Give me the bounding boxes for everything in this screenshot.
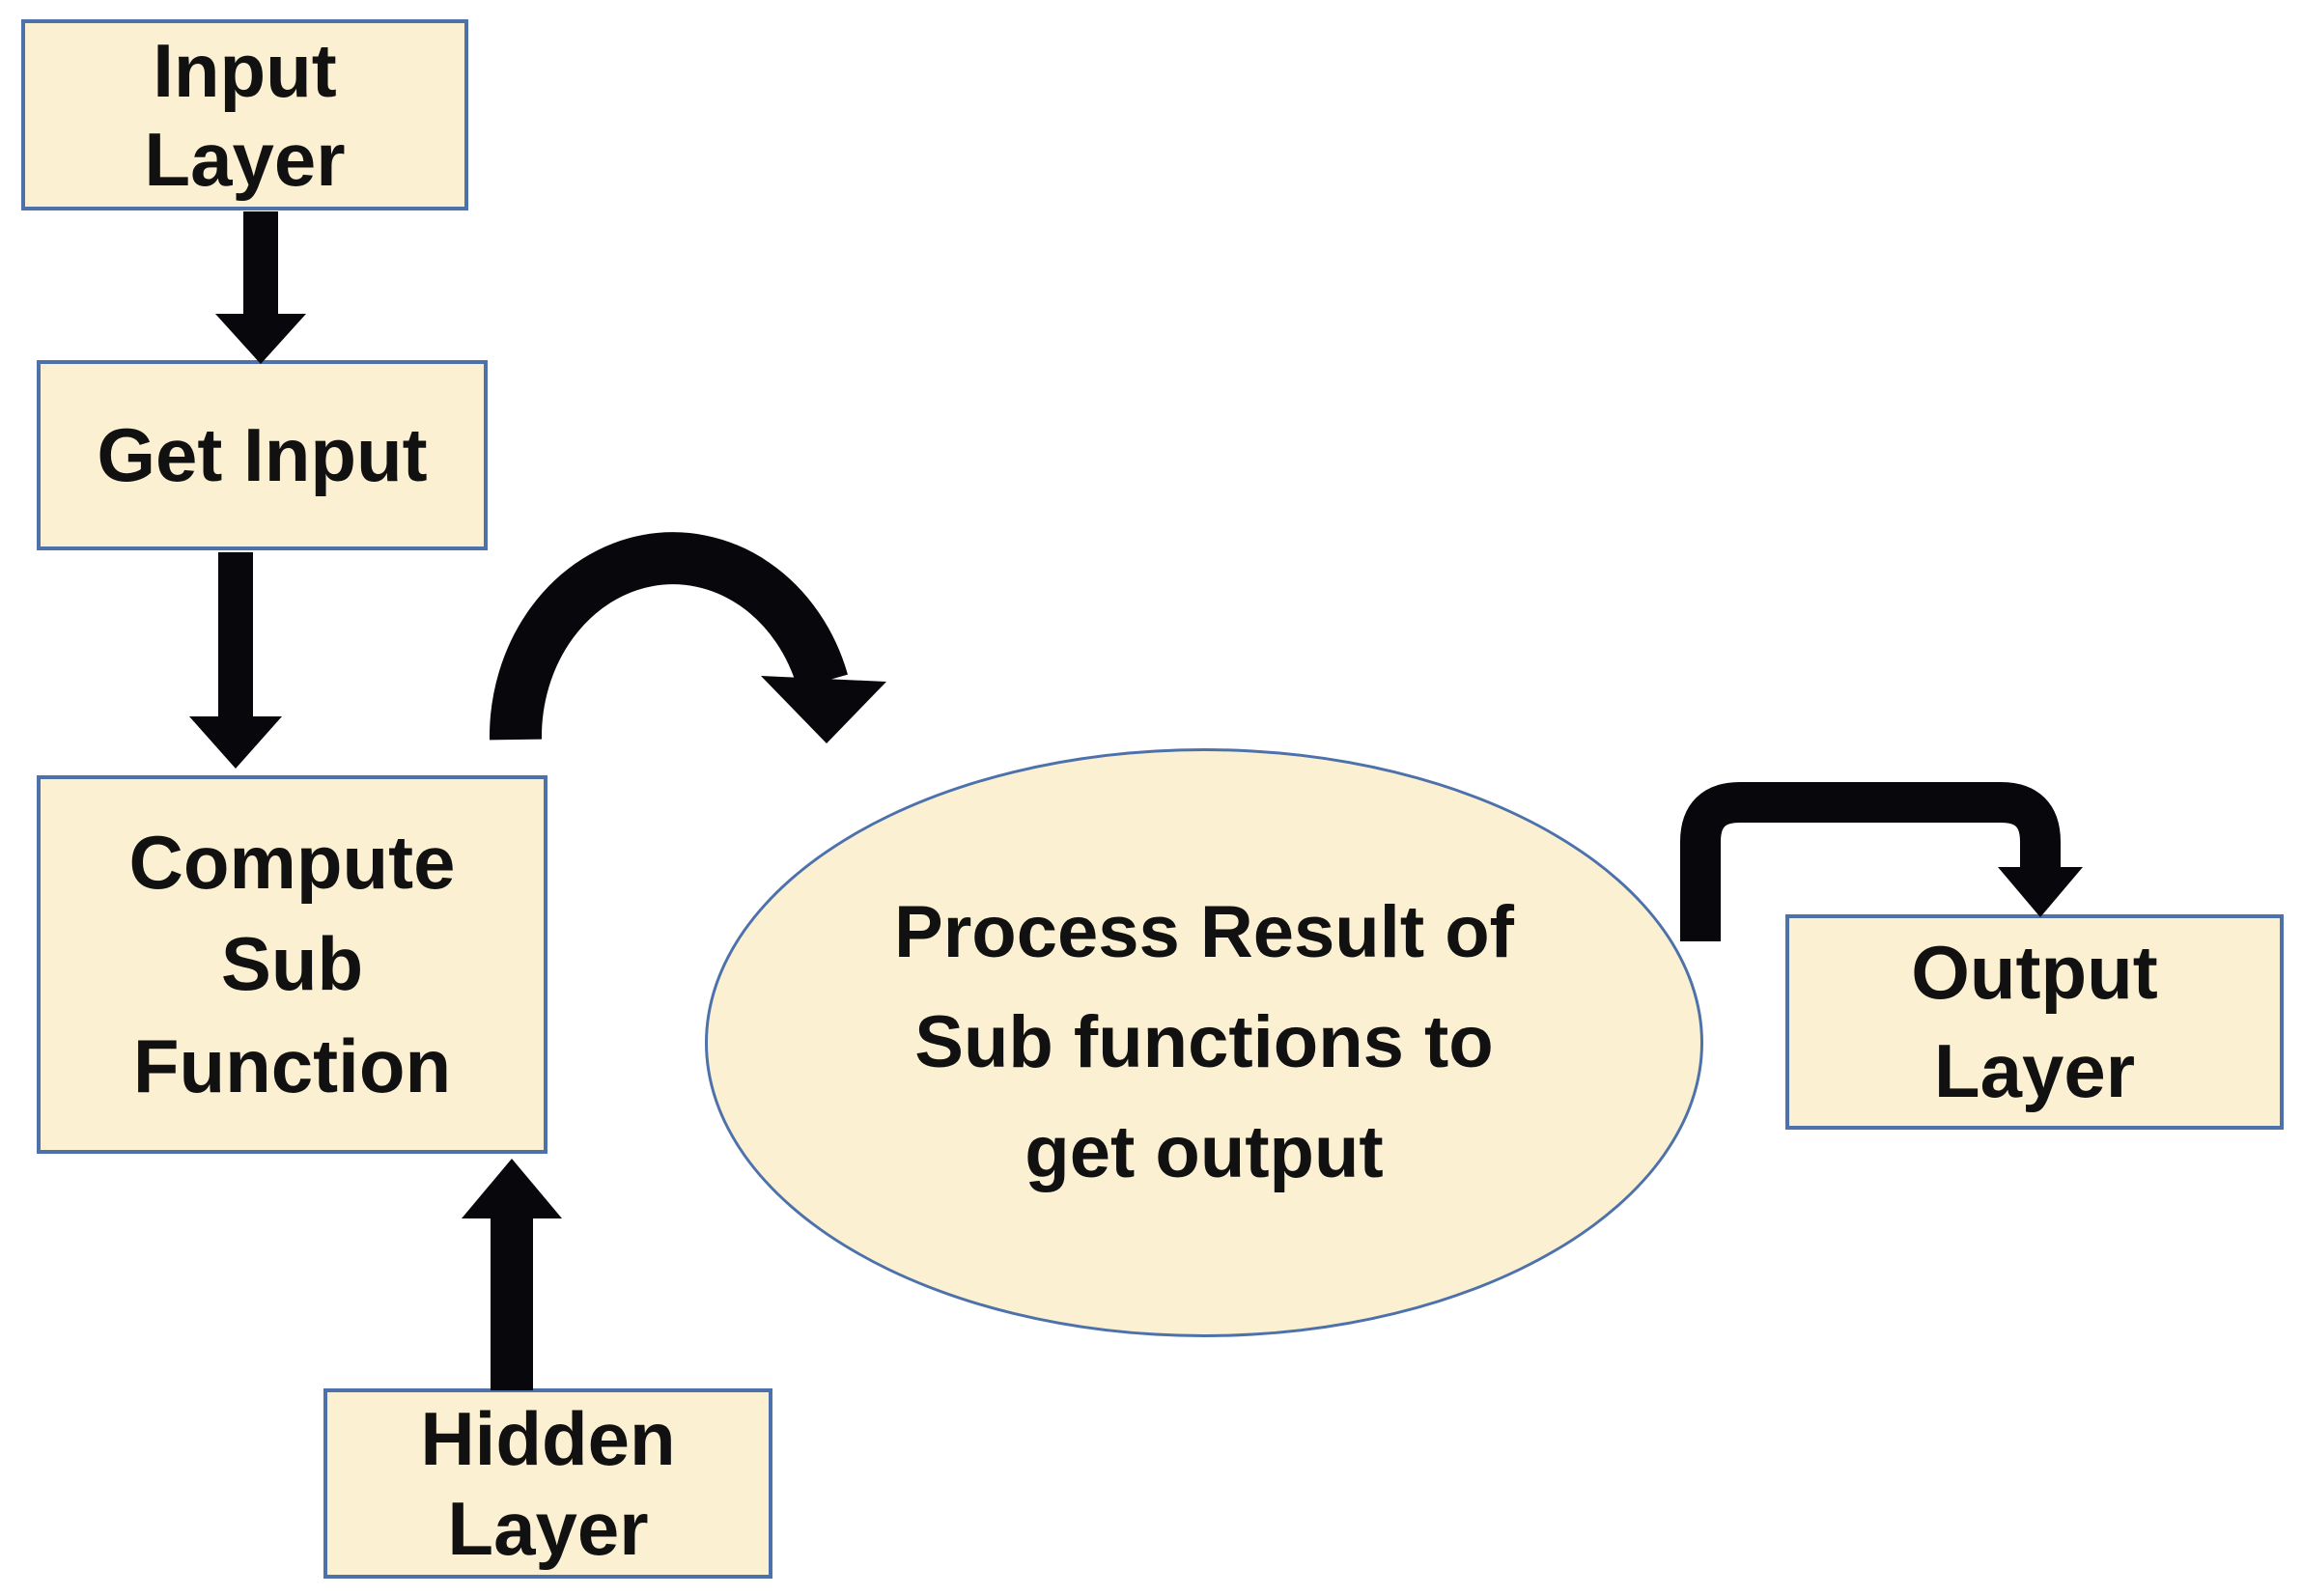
node-input-layer: Input Layer	[21, 19, 468, 210]
node-label-line: Layer	[144, 117, 346, 202]
arrow-compute-to-process	[489, 532, 886, 743]
node-label-line: Process Result of	[894, 891, 1514, 973]
node-label-line: Output	[1911, 930, 2158, 1016]
node-compute-sub-function: Compute Sub Function	[37, 775, 547, 1154]
arrow-hidden-to-compute	[462, 1159, 562, 1390]
node-label-line: Input	[153, 27, 337, 113]
arrow-get-input-to-compute	[189, 552, 282, 769]
node-hidden-layer: Hidden Layer	[323, 1388, 772, 1579]
node-label-line: Compute	[128, 820, 456, 906]
node-label-line: Layer	[447, 1485, 649, 1571]
node-label-line: Hidden	[420, 1396, 676, 1482]
node-label-line: Sub functions to	[914, 1001, 1494, 1083]
node-label-line: get output	[1025, 1111, 1384, 1193]
node-output-layer: Output Layer	[1785, 914, 2284, 1130]
node-label-line: Layer	[1933, 1027, 2136, 1113]
node-label-line: Sub	[220, 921, 364, 1007]
node-label-line: Function	[132, 1022, 452, 1108]
node-label-line: Get Input	[97, 411, 428, 497]
arrow-input-to-get-input	[215, 211, 306, 364]
node-process-result-ellipse: Process Result of Sub functions to get o…	[705, 748, 1703, 1337]
node-get-input: Get Input	[37, 360, 488, 550]
